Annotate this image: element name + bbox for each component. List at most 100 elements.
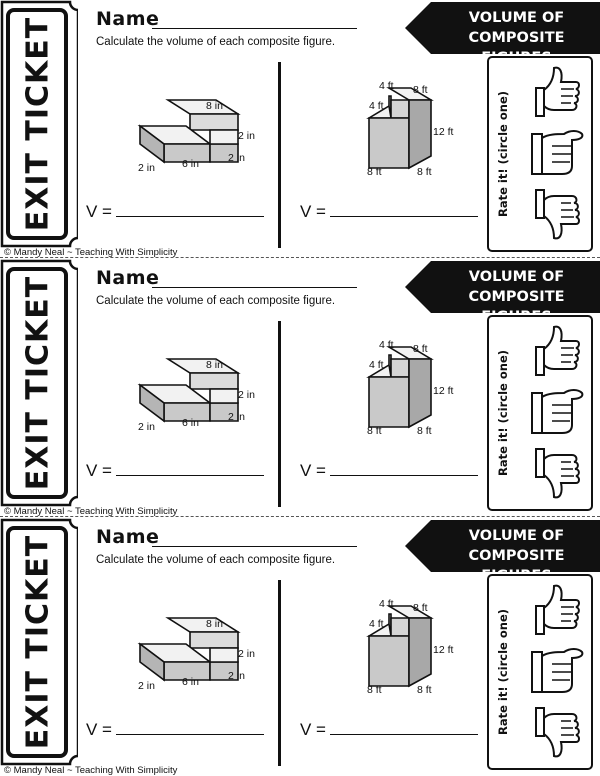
copyright: © Mandy Neal ~ Teaching With Simplicity: [4, 247, 178, 258]
exit-ticket-label: EXIT TICKET: [20, 16, 56, 232]
dim-label: 8 ft: [367, 166, 382, 178]
thumbs-sideways-icon[interactable]: [528, 126, 586, 180]
instructions: Calculate the volume of each composite f…: [96, 554, 336, 566]
rating-label: Rate it! (circle one): [496, 609, 510, 735]
dim-label: 2 in: [228, 670, 245, 682]
name-label: Name: [96, 526, 160, 548]
t-prism-figure: 8 in 2 in 2 in 6 in 2 in: [120, 92, 270, 187]
exit-ticket-label: EXIT TICKET: [20, 275, 56, 491]
thumbs-down-icon[interactable]: [530, 704, 584, 764]
name-field-line[interactable]: [152, 28, 357, 29]
stair-prism-figure: 4 ft 8 ft 4 ft 12 ft 8 ft 8 ft: [355, 335, 465, 440]
rating-box: [487, 315, 593, 511]
dim-label: 8 ft: [417, 684, 432, 696]
ticket-stub: EXIT TICKET: [0, 259, 78, 507]
dim-label: 2 in: [138, 162, 155, 174]
dim-label: 4 ft: [379, 80, 394, 92]
dim-label: 4 ft: [369, 100, 384, 112]
dim-label: 12 ft: [433, 644, 454, 656]
cut-line: [0, 516, 600, 517]
answer-blank[interactable]: [330, 202, 478, 217]
cut-line: [0, 257, 600, 258]
title-banner: VOLUME OF COMPOSITE FIGURES: [405, 2, 600, 66]
thumbs-sideways-icon[interactable]: [528, 385, 586, 439]
exit-ticket-label: EXIT TICKET: [20, 534, 56, 750]
banner-line-2: COMPOSITE FIGURES: [468, 548, 565, 584]
answer-right[interactable]: V =: [300, 461, 478, 481]
dim-label: 2 in: [238, 648, 255, 660]
thumbs-down-icon[interactable]: [530, 186, 584, 246]
exit-ticket-1: EXIT TICKET Name Calculate the volume of…: [0, 0, 600, 258]
rating-box: [487, 56, 593, 252]
dim-label: 8 ft: [413, 343, 428, 355]
dim-label: 6 in: [182, 158, 199, 170]
name-label: Name: [96, 8, 160, 30]
dim-label: 8 ft: [413, 84, 428, 96]
banner-line-2: COMPOSITE FIGURES: [468, 30, 565, 66]
thumbs-up-icon[interactable]: [530, 62, 584, 120]
answer-left[interactable]: V =: [86, 202, 264, 222]
title-banner: VOLUME OF COMPOSITE FIGURES: [405, 520, 600, 584]
title-banner: VOLUME OF COMPOSITE FIGURES: [405, 261, 600, 325]
copyright: © Mandy Neal ~ Teaching With Simplicity: [4, 506, 178, 517]
dim-label: 8 in: [206, 100, 223, 112]
thumbs-up-icon[interactable]: [530, 580, 584, 638]
dim-label: 4 ft: [369, 618, 384, 630]
copyright: © Mandy Neal ~ Teaching With Simplicity: [4, 765, 178, 776]
dim-label: 12 ft: [433, 385, 454, 397]
dim-label: 8 ft: [367, 425, 382, 437]
stair-prism-figure: 4 ft 8 ft 4 ft 12 ft 8 ft 8 ft: [355, 76, 465, 181]
rating-box: [487, 574, 593, 770]
column-divider: [278, 580, 281, 766]
ticket-stub: EXIT TICKET: [0, 0, 78, 248]
dim-label: 2 in: [238, 130, 255, 142]
thumbs-down-icon[interactable]: [530, 445, 584, 505]
column-divider: [278, 62, 281, 248]
answer-blank[interactable]: [116, 461, 264, 476]
dim-label: 8 ft: [413, 602, 428, 614]
dim-label: 6 in: [182, 676, 199, 688]
name-field-line[interactable]: [152, 546, 357, 547]
exit-ticket-3: EXIT TICKET Name Calculate the volume of…: [0, 518, 600, 776]
t-prism-figure: 8 in 2 in 2 in 6 in 2 in: [120, 610, 270, 705]
ticket-stub: EXIT TICKET: [0, 518, 78, 766]
banner-line-1: VOLUME OF: [468, 269, 565, 285]
thumbs-sideways-icon[interactable]: [528, 644, 586, 698]
dim-label: 4 ft: [369, 359, 384, 371]
dim-label: 12 ft: [433, 126, 454, 138]
answer-prefix: V =: [86, 720, 112, 739]
answer-blank[interactable]: [116, 202, 264, 217]
rating-label: Rate it! (circle one): [496, 91, 510, 217]
dim-label: 4 ft: [379, 339, 394, 351]
answer-blank[interactable]: [330, 720, 478, 735]
dim-label: 8 in: [206, 359, 223, 371]
answer-prefix: V =: [300, 720, 326, 739]
answer-left[interactable]: V =: [86, 461, 264, 481]
dim-label: 4 ft: [379, 598, 394, 610]
dim-label: 2 in: [228, 152, 245, 164]
answer-prefix: V =: [300, 461, 326, 480]
answer-right[interactable]: V =: [300, 202, 478, 222]
thumbs-up-icon[interactable]: [530, 321, 584, 379]
answer-blank[interactable]: [116, 720, 264, 735]
dim-label: 8 ft: [417, 166, 432, 178]
answer-blank[interactable]: [330, 461, 478, 476]
banner-line-1: VOLUME OF: [468, 528, 565, 544]
stair-prism-figure: 4 ft 8 ft 4 ft 12 ft 8 ft 8 ft: [355, 594, 465, 699]
answer-left[interactable]: V =: [86, 720, 264, 740]
answer-right[interactable]: V =: [300, 720, 478, 740]
instructions: Calculate the volume of each composite f…: [96, 36, 336, 48]
dim-label: 2 in: [138, 680, 155, 692]
instructions: Calculate the volume of each composite f…: [96, 295, 336, 307]
dim-label: 8 in: [206, 618, 223, 630]
t-prism-figure: 8 in 2 in 2 in 6 in 2 in: [120, 351, 270, 446]
column-divider: [278, 321, 281, 507]
exit-ticket-2: EXIT TICKET Name Calculate the volume of…: [0, 259, 600, 517]
dim-label: 2 in: [228, 411, 245, 423]
rating-label: Rate it! (circle one): [496, 350, 510, 476]
banner-line-2: COMPOSITE FIGURES: [468, 289, 565, 325]
name-label: Name: [96, 267, 160, 289]
dim-label: 6 in: [182, 417, 199, 429]
dim-label: 2 in: [138, 421, 155, 433]
name-field-line[interactable]: [152, 287, 357, 288]
